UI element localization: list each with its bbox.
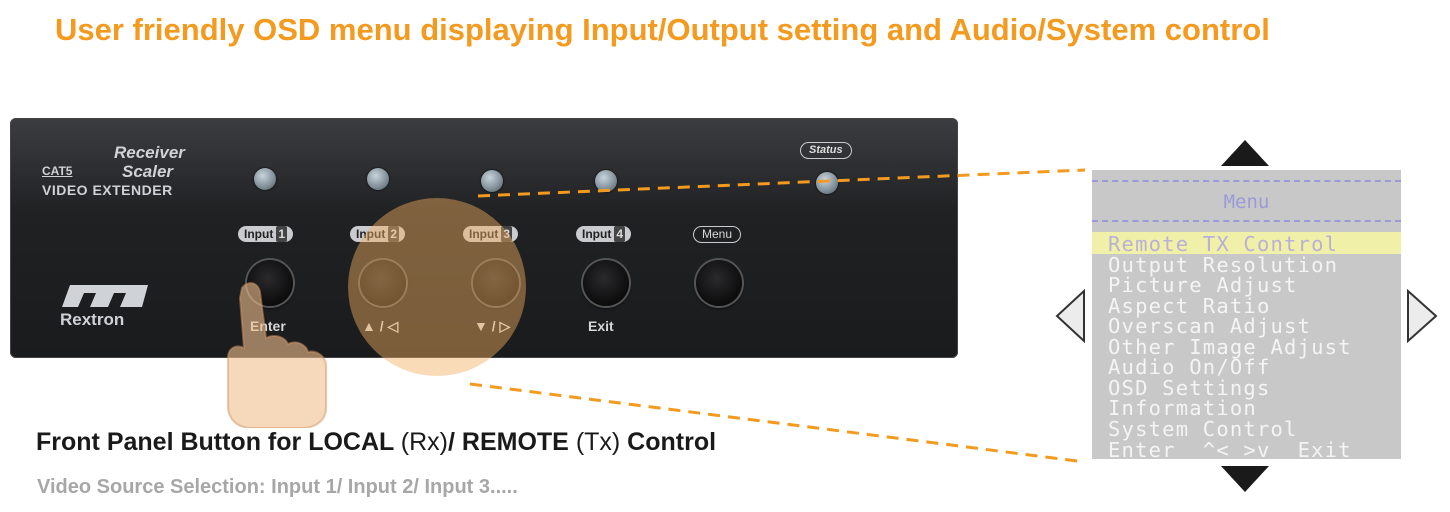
led-input-4	[595, 170, 617, 192]
caption-main: Front Panel Button for LOCAL (Rx)/ REMOT…	[36, 428, 717, 456]
osd-item-other-image-adjust[interactable]: Other Image Adjust	[1108, 334, 1352, 359]
osd-divider-top	[1092, 180, 1401, 182]
osd-item-system-control[interactable]: System Control	[1108, 416, 1298, 441]
osd-item-information[interactable]: Information	[1108, 396, 1257, 420]
brand-receiver: Receiver	[114, 143, 185, 162]
headline: User friendly OSD menu displaying Input/…	[55, 12, 1270, 47]
leader-line-top	[477, 168, 1086, 198]
led-input-1	[254, 168, 276, 190]
osd-item-audio-on-off[interactable]: Audio On/Off	[1108, 355, 1271, 379]
brand-video-extender: VIDEO EXTENDER	[42, 182, 173, 198]
brand-rextron: Rextron	[60, 310, 125, 329]
exit-button[interactable]	[583, 260, 629, 306]
brand-scaler: Scaler	[122, 162, 174, 181]
osd-title: Menu	[1223, 191, 1270, 213]
down-right-button-label: ▼ / ▷	[474, 318, 511, 334]
brand-cat5: CAT5	[42, 164, 73, 178]
up-left-button[interactable]	[360, 260, 406, 306]
osd-divider-bottom	[1092, 220, 1401, 222]
osd-footer: Enter ^< >v Exit	[1108, 438, 1352, 459]
arrow-down-icon[interactable]	[1219, 464, 1271, 494]
down-right-button[interactable]	[473, 260, 519, 306]
led-input-2	[367, 168, 389, 190]
status-label: Status	[800, 142, 852, 159]
osd-item-picture-adjust[interactable]: Picture Adjust	[1108, 273, 1298, 297]
osd-menu: Menu Remote TX Control Output Resolution…	[1092, 170, 1401, 459]
arrow-up-icon[interactable]	[1219, 138, 1271, 168]
caption-sub: Video Source Selection: Input 1/ Input 2…	[37, 476, 518, 498]
exit-button-label: Exit	[588, 318, 614, 334]
menu-button[interactable]	[696, 260, 742, 306]
arrow-left-icon[interactable]	[1054, 289, 1088, 343]
menu-label: Menu	[693, 226, 742, 243]
device-front-panel: Receiver CAT5 Scaler VIDEO EXTENDER Rext…	[10, 118, 958, 358]
rextron-logo-icon	[62, 285, 148, 307]
osd-item-osd-settings[interactable]: OSD Settings	[1108, 375, 1271, 400]
led-status	[816, 172, 838, 194]
led-input-3	[481, 170, 503, 192]
osd-item-remote-tx-control[interactable]: Remote TX Control	[1108, 232, 1339, 256]
osd-item-overscan-adjust[interactable]: Overscan Adjust	[1108, 314, 1312, 338]
osd-item-output-resolution[interactable]: Output Resolution	[1108, 252, 1339, 277]
pointing-hand-icon	[227, 282, 327, 428]
up-left-button-label: ▲ / ◁	[362, 318, 399, 334]
osd-selection-highlight	[1092, 232, 1401, 254]
arrow-right-icon[interactable]	[1405, 289, 1439, 343]
leader-line-bottom	[469, 382, 1086, 464]
highlight-glow	[348, 198, 526, 376]
osd-item-aspect-ratio[interactable]: Aspect Ratio	[1108, 293, 1271, 318]
